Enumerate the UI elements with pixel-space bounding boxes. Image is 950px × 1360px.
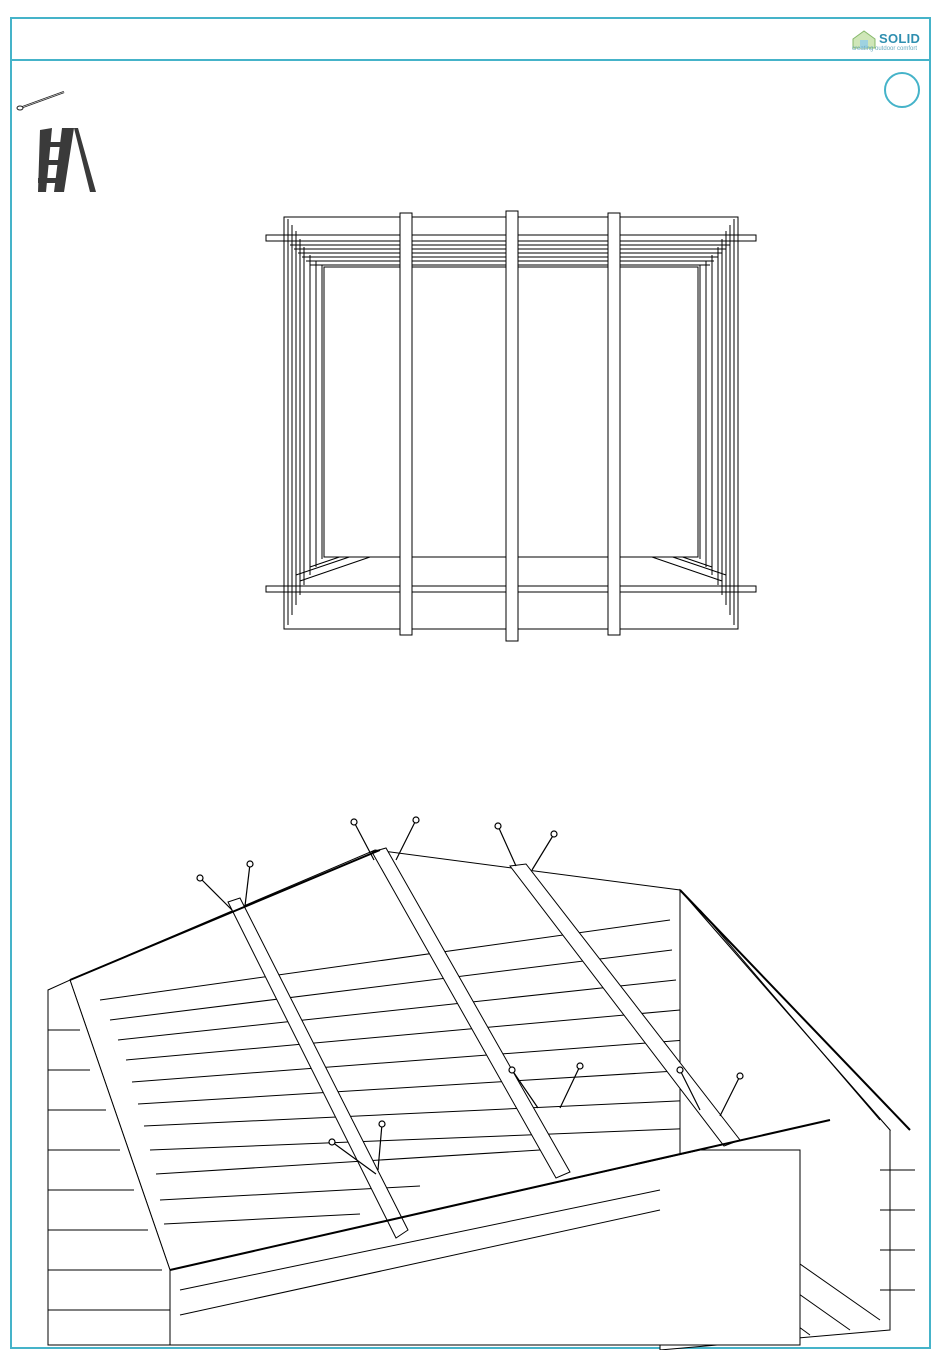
step-indicator (884, 72, 920, 108)
ladder-icon (36, 124, 100, 196)
roof-boards-with-purlins (40, 810, 920, 1350)
brand-tagline: creating outdoor comfort (852, 46, 917, 52)
brand-logo: SOLID creating outdoor comfort (851, 28, 929, 54)
plan-view-roof-frame (260, 205, 760, 645)
brand-name: SOLID (879, 31, 920, 46)
header-divider (10, 59, 931, 61)
nail-icon (14, 88, 68, 114)
